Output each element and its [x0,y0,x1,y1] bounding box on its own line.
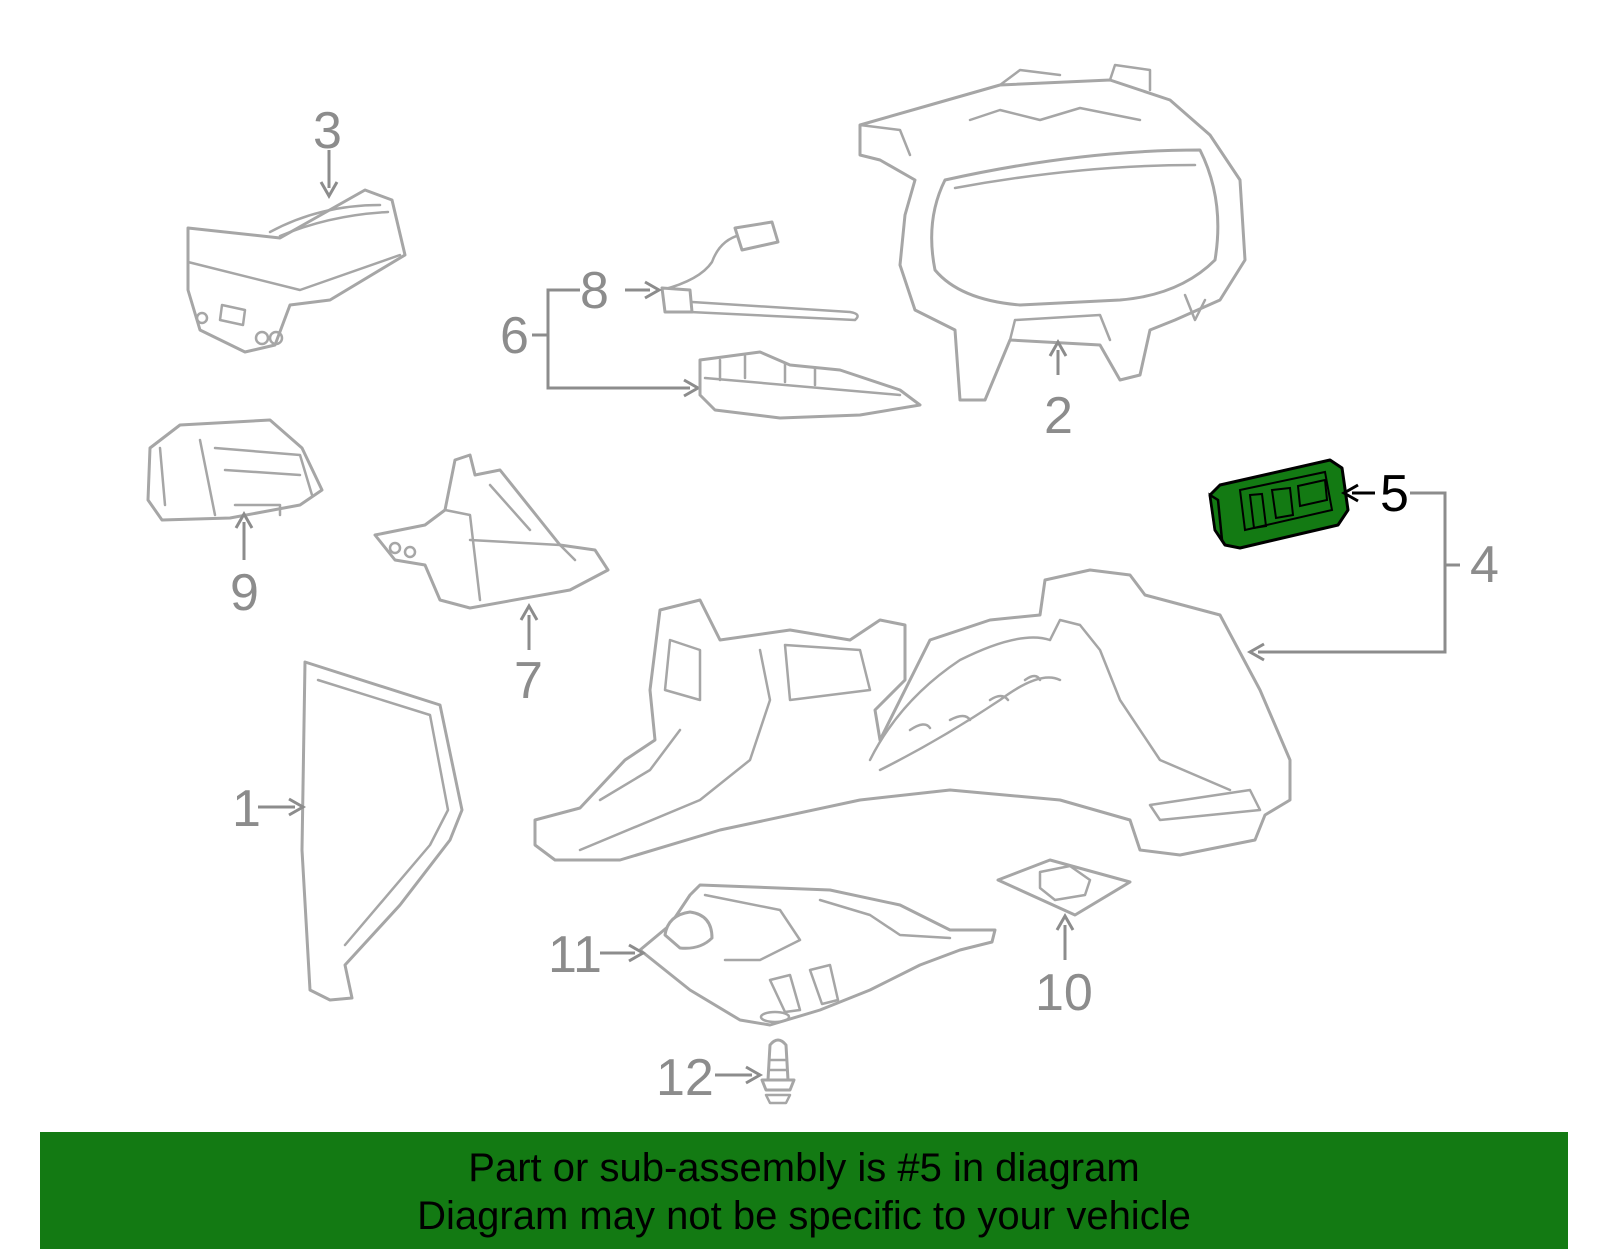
part-6-switch-bar[interactable] [698,350,922,420]
callout-12: 12 [656,1049,714,1107]
part-11-floor-plate[interactable] [638,883,997,1027]
part-10-clip[interactable] [996,858,1132,917]
part-1-side-panel[interactable] [300,660,464,1002]
part-4-console[interactable] [533,568,1292,862]
callout-9: 9 [230,564,259,622]
part-3-upper-trim[interactable] [186,188,407,354]
callout-6: 6 [500,307,529,365]
part-5-highlighted-switch[interactable] [1208,458,1350,550]
callout-10: 10 [1035,964,1093,1022]
callout-1: 1 [232,780,261,838]
part-7-bracket[interactable] [373,453,610,610]
part-12-push-pin[interactable] [760,1038,796,1105]
callout-4: 4 [1470,536,1499,594]
callout-3: 3 [313,102,342,160]
callout-5: 5 [1380,465,1409,523]
banner-line-part: Part or sub-assembly is #5 in diagram [468,1146,1140,1190]
parts-diagram: 3 9 8 6 2 [146,63,1499,1107]
part-2-cluster-housing[interactable] [858,63,1247,402]
part-9-vent[interactable] [146,418,324,522]
part-info-banner: Part or sub-assembly is #5 in diagram Di… [40,1132,1568,1249]
callout-2: 2 [1044,387,1073,445]
callout-11: 11 [548,926,602,984]
callout-8: 8 [580,262,609,320]
part-8-harness[interactable] [660,220,859,322]
callout-7: 7 [514,652,543,710]
banner-line-disclaimer: Diagram may not be specific to your vehi… [417,1194,1191,1238]
